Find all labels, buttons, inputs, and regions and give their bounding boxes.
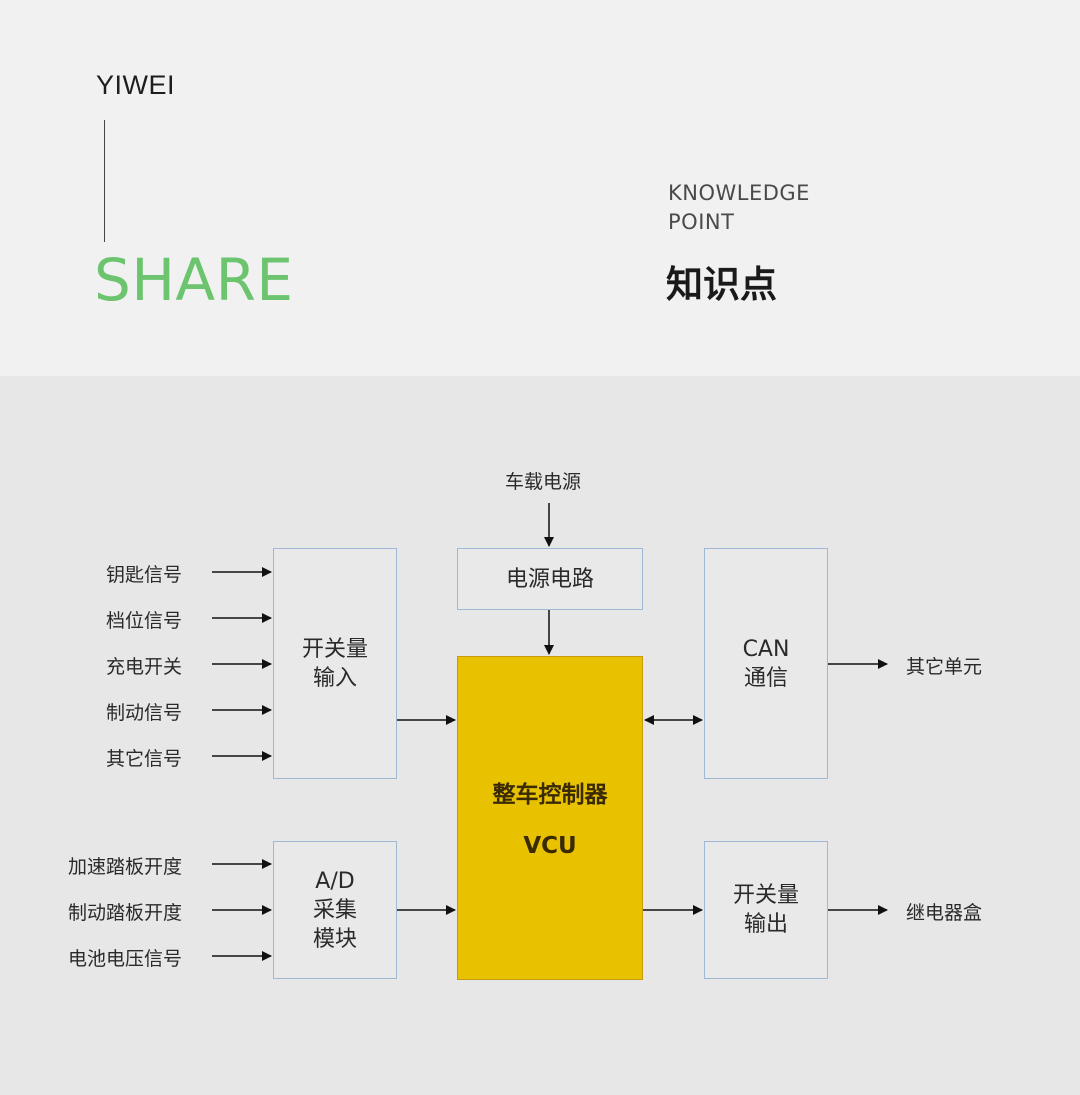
analog-label-accel: 加速踏板开度 [68,856,183,878]
power-source-label: 车载电源 [505,471,582,493]
switch-output-line-2: 输出 [743,912,788,937]
relay-box-label: 继电器盒 [906,902,983,924]
power-circuit-label: 电源电路 [505,566,594,592]
knowledge-line-2: POINT [668,210,735,234]
can-line-1: CAN [742,636,790,662]
other-units-label: 其它单元 [906,656,983,678]
input-label-other: 其它信号 [106,748,183,770]
switch-input-line-1: 开关量 [301,636,368,662]
analog-label-brakepedal: 制动踏板开度 [68,902,183,924]
switch-output-line-1: 开关量 [732,883,799,908]
ad-module-line-3: 模块 [312,926,357,952]
can-line-2: 通信 [743,665,788,691]
divider-line [104,120,105,242]
ad-module-box: A/D 采集 模块 [273,841,397,979]
vcu-subtitle: VCU [523,833,577,859]
input-label-key: 钥匙信号 [106,564,183,586]
power-circuit-box: 电源电路 [457,548,643,610]
vcu-title: 整车控制器 [492,782,608,808]
knowledge-line-1: KNOWLEDGE [668,181,810,205]
brand-label: YIWEI [96,70,176,100]
switch-input-box: 开关量 输入 [273,548,397,779]
knowledge-cn-title: 知识点 [666,263,777,306]
ad-module-line-2: 采集 [312,897,357,923]
can-box: CAN 通信 [704,548,828,779]
switch-output-box: 开关量 输出 [704,841,828,979]
analog-label-battery: 电池电压信号 [68,948,183,970]
input-label-charge: 充电开关 [106,656,183,678]
switch-input-line-2: 输入 [312,665,357,691]
vcu-box [457,656,643,980]
input-label-brake: 制动信号 [106,702,183,724]
header-panel: YIWEI SHARE KNOWLEDGE POINT 知识点 [0,0,1080,376]
ad-module-line-1: A/D [315,868,355,894]
input-label-gear: 档位信号 [106,610,183,632]
share-heading: SHARE [94,246,294,314]
